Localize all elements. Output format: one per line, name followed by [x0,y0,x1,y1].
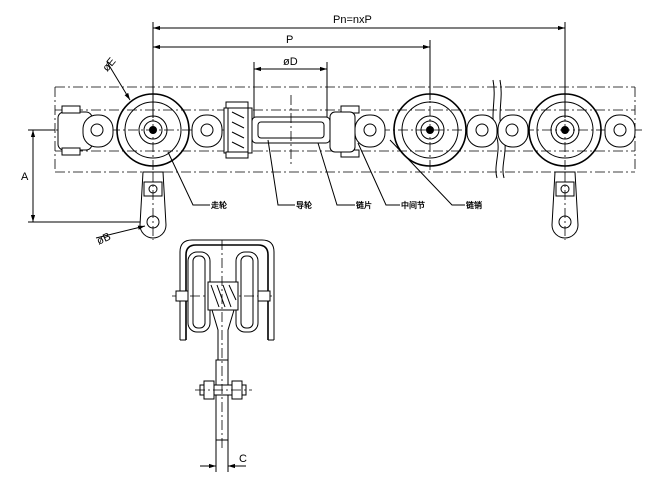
side-view [172,239,275,450]
walking-wheel-1 [116,88,190,172]
middle-link-label: 中间节 [401,200,425,210]
hanging-lug-2 [551,171,579,240]
guide-wheel-label: 导轮 [296,200,312,210]
chain-plate-label: 链片 [356,200,372,210]
dimension-b: øB [95,225,146,248]
chain-pin-label: 链销 [466,200,482,210]
dimension-c: C [200,440,247,472]
d-label: øD [283,56,298,68]
dimension-a: A [21,129,140,223]
pn-label: Pn=nxP [333,14,372,26]
c-label: C [239,453,247,465]
p-label: P [286,34,293,46]
link-plates [57,105,636,158]
hanging-lug-1 [139,171,167,240]
dimension-pn: Pn=nxP [152,14,566,118]
walking-wheel-label: 走轮 [210,200,227,210]
walking-wheel-2 [393,88,467,172]
dimension-d: øD [253,56,328,118]
guide-wheel-assembly [223,95,356,165]
b-label: øB [95,231,113,248]
e-label: øE [100,56,118,74]
leader-lines [167,139,465,206]
dimension-e: øE [100,56,131,101]
walking-wheel-3 [528,88,602,172]
a-label: A [21,171,29,183]
